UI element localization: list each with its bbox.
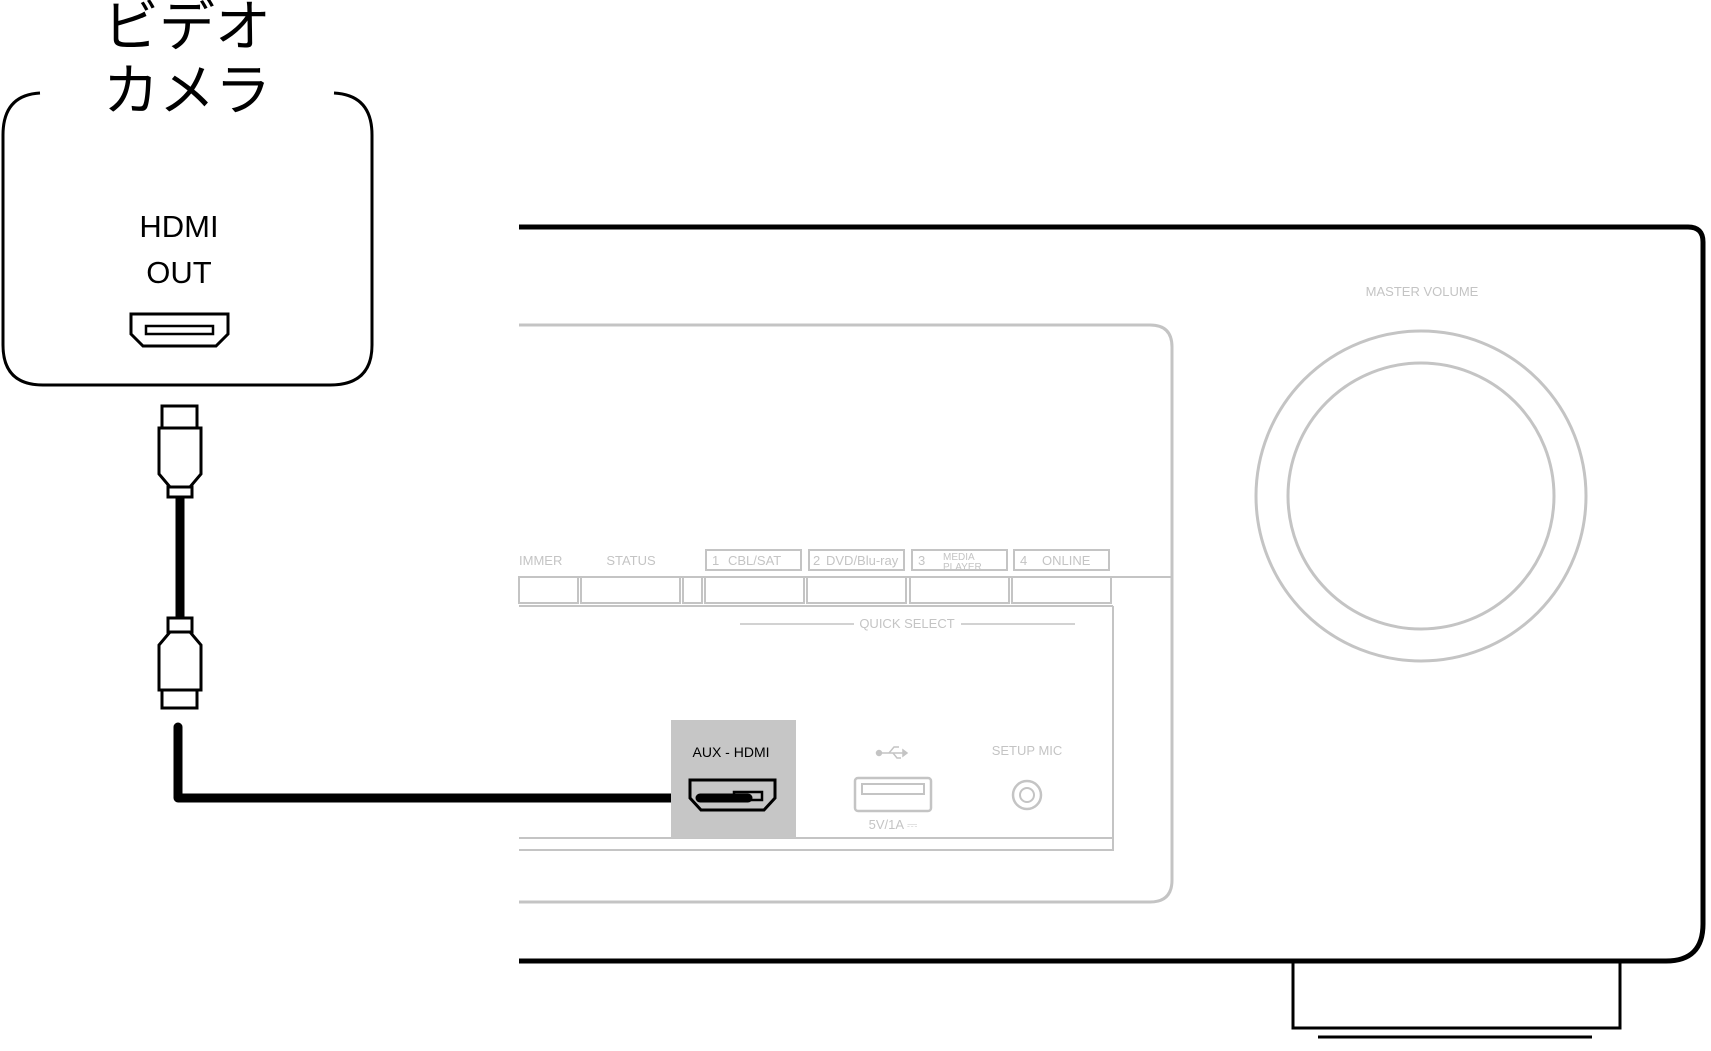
hdmi-cable-run [173, 722, 757, 803]
dimmer-label: IMMER [519, 553, 562, 568]
camera-title-line2: カメラ [103, 59, 271, 124]
hdmi-plug-top [157, 404, 203, 499]
av-receiver: IMMER STATUS 1 CBL/SAT 2 DVD/Blu-ray 3 M… [518, 224, 1706, 1039]
quick-select-4-frame [1013, 549, 1110, 571]
quick-select-4-number: 4 [1020, 553, 1027, 568]
camera-port-label-line2: OUT [146, 255, 212, 290]
quick-select-3-frame [911, 549, 1008, 571]
aux-hdmi-input: AUX - HDMI [671, 720, 796, 838]
status-button [580, 576, 681, 604]
quick-select-4-label: ONLINE [1042, 553, 1091, 568]
usb-power-label: 5V/1A ⎓ [869, 817, 918, 832]
quick-select-2-frame [808, 549, 905, 571]
quick-select-1-number: 1 [712, 553, 719, 568]
quick-select-1-button [704, 576, 805, 604]
receiver-body-outline [519, 224, 1706, 964]
quick-select-3-number: 3 [918, 553, 925, 568]
camera-title-line1: ビデオ [103, 0, 271, 60]
video-camera: ビデオ カメラ HDMI OUT [1, 0, 374, 387]
receiver-foot [1291, 963, 1622, 1030]
master-volume-knob-outer [1254, 329, 1588, 663]
quick-select-1-label: CBL/SAT [728, 553, 781, 568]
usb-port-inner [861, 783, 925, 795]
hdmi-out-port [129, 312, 230, 348]
hdmi-out-port-inner [144, 324, 215, 336]
setup-mic-label: SETUP MIC [992, 743, 1063, 758]
quick-select-4-button [1011, 576, 1112, 604]
usb-icon [875, 746, 909, 759]
master-volume-knob-inner [1286, 361, 1556, 631]
usb-port-outer [853, 776, 933, 813]
setup-mic-jack-outer [1011, 779, 1043, 811]
status-label: STATUS [606, 553, 656, 568]
hdmi-cable [157, 404, 757, 803]
setup-mic-input: SETUP MIC [992, 743, 1063, 811]
quick-select-label: QUICK SELECT [859, 616, 954, 631]
port-tray-outline [519, 606, 1114, 851]
quick-select-1-frame [705, 549, 802, 571]
quick-select-3-button [909, 576, 1010, 604]
aux-hdmi-label: AUX - HDMI [693, 744, 770, 760]
dimmer-button [518, 576, 579, 604]
quick-select-2-button [806, 576, 907, 604]
camera-port-label-line1: HDMI [139, 209, 218, 244]
quick-select-2-label: DVD/Blu-ray [826, 553, 899, 568]
setup-mic-jack-inner [1019, 787, 1035, 803]
front-panel-outline [519, 323, 1174, 904]
quick-select-3-label-line1: MEDIA [943, 552, 975, 563]
master-volume: MASTER VOLUME [1254, 284, 1588, 663]
quick-select-2-number: 2 [813, 553, 820, 568]
camera-body-outline [1, 91, 374, 387]
usb-input: 5V/1A ⎓ [853, 746, 933, 832]
master-volume-label: MASTER VOLUME [1366, 284, 1479, 299]
button-row: IMMER STATUS 1 CBL/SAT 2 DVD/Blu-ray 3 M… [518, 549, 1113, 631]
hdmi-plug-bottom [157, 616, 203, 710]
quick-select-3-label-line2: PLAYER [943, 562, 982, 573]
small-button [682, 576, 703, 604]
